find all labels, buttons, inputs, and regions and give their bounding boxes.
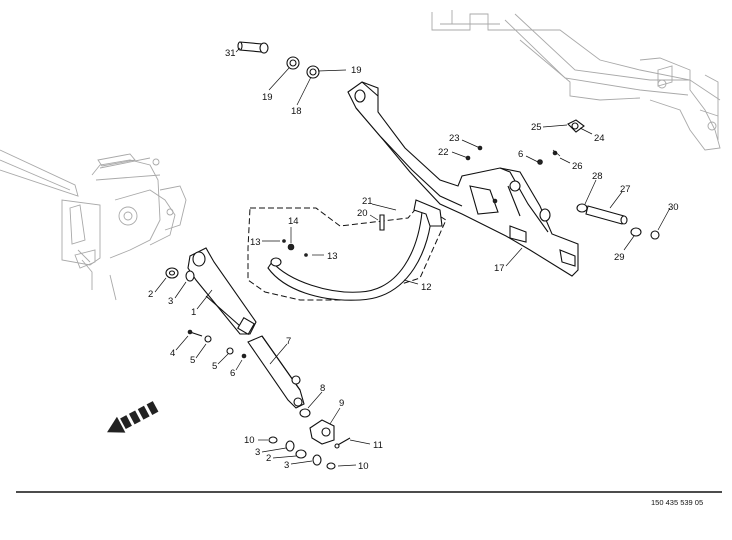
callout-labels: 31 19 19 18 25 24 23 22 6 26 28 27 30 29…: [148, 48, 679, 472]
callout-25: 25: [531, 122, 542, 133]
callout-12: 12: [421, 282, 432, 293]
callout-13: 13: [327, 251, 338, 262]
callout-14: 14: [288, 216, 299, 227]
callout-3: 3: [255, 447, 260, 458]
callout-8: 8: [320, 383, 325, 394]
callout-13: 13: [250, 237, 261, 248]
callout-10: 10: [358, 461, 369, 472]
arm-part-7: [247, 335, 305, 409]
callout-30: 30: [668, 202, 679, 213]
callout-23: 23: [449, 133, 460, 144]
callout-3: 3: [168, 296, 173, 307]
callout-19: 19: [262, 92, 273, 103]
curved-bracket-part-12: [267, 199, 443, 301]
callout-1: 1: [191, 307, 196, 318]
callout-3: 3: [284, 460, 289, 471]
callout-7: 7: [286, 336, 291, 347]
callout-4: 4: [170, 348, 175, 359]
callout-2: 2: [266, 453, 271, 464]
hardware-parts: [165, 41, 660, 470]
document-number: 150 435 539 05: [651, 498, 703, 507]
callout-2: 2: [148, 289, 153, 300]
callout-6: 6: [518, 149, 523, 160]
callout-20: 20: [357, 208, 368, 219]
callout-5: 5: [212, 361, 217, 372]
leader-lines: [154, 47, 671, 467]
callout-22: 22: [438, 147, 449, 158]
callout-5: 5: [190, 355, 195, 366]
callout-29: 29: [614, 252, 625, 263]
callout-18: 18: [291, 106, 302, 117]
arm-part-1: [187, 247, 257, 335]
callout-31: 31: [225, 48, 236, 59]
callout-10: 10: [244, 435, 255, 446]
callout-17: 17: [494, 263, 505, 274]
callout-24: 24: [594, 133, 605, 144]
callout-9: 9: [339, 398, 344, 409]
callout-26: 26: [572, 161, 583, 172]
background-frame-top-right: [431, 10, 721, 151]
callout-11: 11: [373, 440, 383, 451]
direction-arrow-icon: [107, 401, 159, 433]
callout-6: 6: [230, 368, 235, 379]
assembly-dashed-frame: [247, 203, 447, 301]
background-gearbox-left: [0, 149, 187, 301]
callout-27: 27: [620, 184, 631, 195]
callout-21: 21: [362, 196, 373, 207]
callout-19: 19: [351, 65, 362, 76]
callout-28: 28: [592, 171, 603, 182]
main-beam-part-17: [347, 81, 579, 277]
